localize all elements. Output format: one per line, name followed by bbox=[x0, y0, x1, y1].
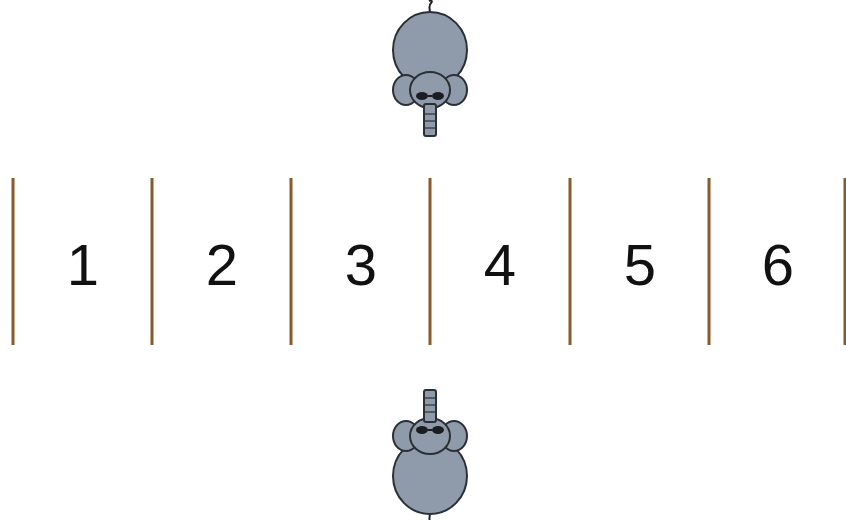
divider-lines bbox=[13, 178, 845, 345]
elephant-bottom bbox=[393, 390, 467, 520]
elephant-top bbox=[393, 1, 467, 136]
cell-number: 3 bbox=[345, 236, 377, 294]
cell-number: 4 bbox=[484, 236, 516, 294]
cell-number: 5 bbox=[624, 236, 656, 294]
cell-number: 2 bbox=[206, 236, 238, 294]
cell-number: 1 bbox=[67, 236, 99, 294]
cell-number: 6 bbox=[762, 236, 794, 294]
